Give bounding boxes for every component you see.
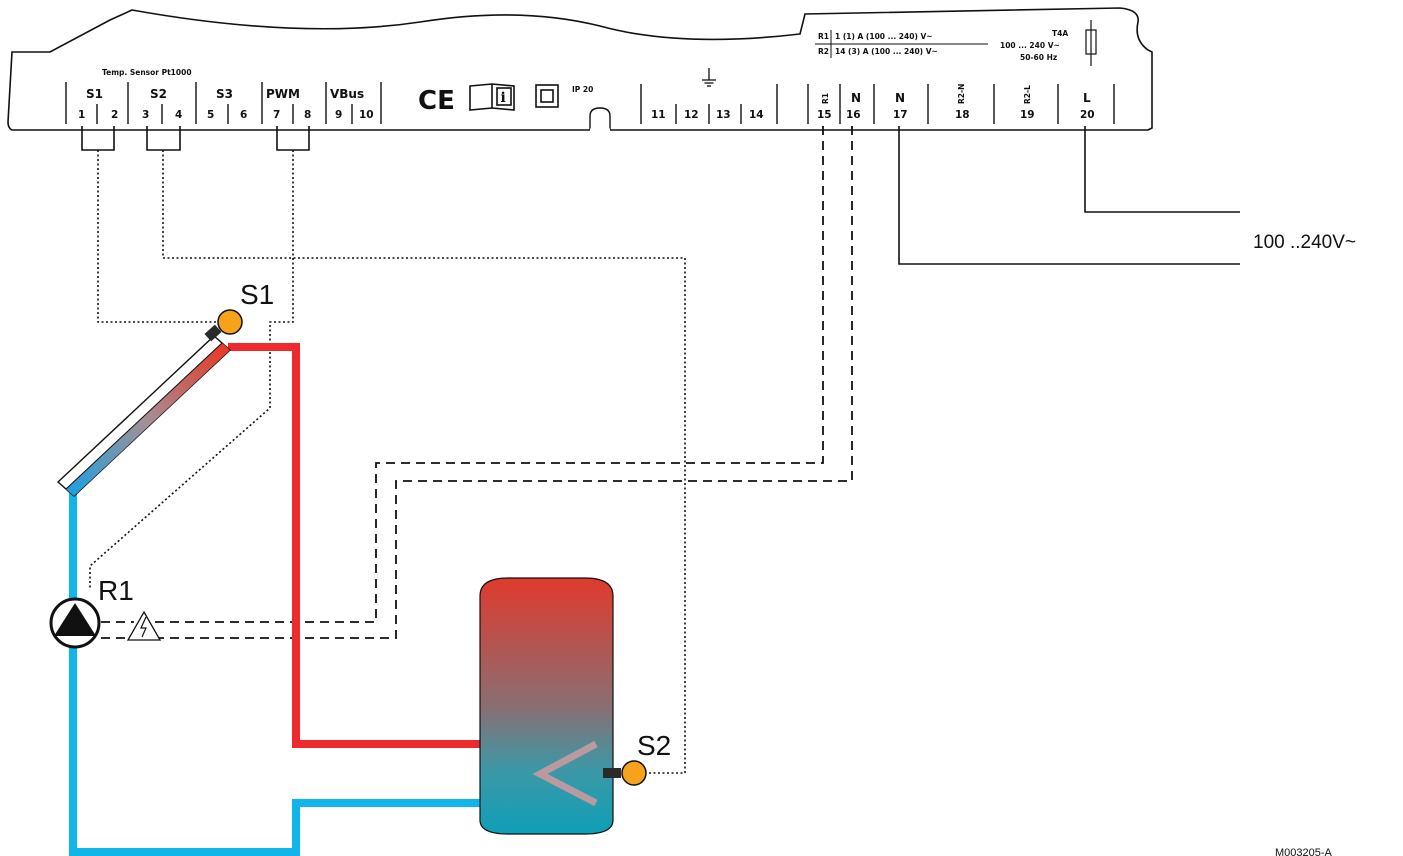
wire-mains-l [1084, 126, 1240, 213]
terminal-12: 12 [684, 109, 699, 121]
wire-s2-sensor [162, 150, 686, 774]
terminal-19: 19 [1020, 109, 1035, 121]
pipe-flow-hot [228, 343, 596, 748]
terminal-6: 6 [240, 109, 247, 121]
sensor-s1-probe [204, 324, 222, 342]
relay-label-n-17: N [895, 91, 905, 105]
wire-n-pump [146, 126, 853, 639]
terminal-7: 7 [273, 109, 280, 121]
terminal-5: 5 [207, 109, 214, 121]
rating-r2-prefix: R2 [818, 47, 829, 56]
wire-mains-n [898, 126, 1240, 265]
terminal-separators-right [807, 84, 1115, 124]
ce-mark: CE [418, 86, 455, 116]
relay-label-l: L [1083, 91, 1091, 105]
sensor-s1-icon [217, 309, 243, 335]
terminal-10: 10 [359, 109, 374, 121]
rating-r1-prefix: R1 [818, 32, 829, 41]
manual-icon: i [469, 83, 515, 111]
terminal-2: 2 [111, 109, 118, 121]
sensor-wires [89, 150, 686, 774]
fuse-rating: T4A [1052, 29, 1068, 38]
terminal-15: 15 [817, 109, 832, 121]
rating-r1: 1 (1) A (100 ... 240) V~ [835, 32, 933, 41]
ip-rating: IP 20 [572, 85, 593, 94]
terminal-4: 4 [175, 109, 182, 121]
wire-s1-sensor [97, 150, 222, 323]
terminal-3: 3 [142, 109, 149, 121]
terminal-14: 14 [749, 109, 764, 121]
relay-label-n-16: N [851, 91, 861, 105]
supply-rating-voltage: 100 ... 240 V~ [1000, 41, 1060, 50]
terminal-13: 13 [716, 109, 731, 121]
document-reference: M003205-A [1275, 847, 1333, 856]
mains-voltage-label: 100 ..240V~ [1253, 232, 1356, 253]
supply-rating-frequency: 50-60 Hz [1020, 53, 1057, 62]
terminal-18: 18 [955, 109, 970, 121]
group-label-s1: S1 [86, 87, 103, 101]
fuse-icon [1085, 20, 1097, 66]
controller-housing [7, 7, 1153, 132]
group-label-pwm: PWM [266, 87, 300, 101]
solar-collector [56, 309, 243, 497]
relay-label-r2n: R2-N [957, 84, 966, 104]
mains-wires [898, 126, 1240, 265]
sensor-s2-probe [603, 768, 621, 778]
terminal-9: 9 [335, 109, 342, 121]
sensor-s2-label: S2 [637, 730, 671, 761]
terminal-separators-mid [640, 84, 778, 124]
pump-icon [49, 597, 101, 649]
storage-tank [479, 577, 647, 835]
pump-label-r1: R1 [98, 575, 134, 606]
class-ii-icon [535, 84, 559, 108]
terminal-17: 17 [893, 109, 908, 121]
sensor-s2-icon [621, 760, 647, 786]
svg-text:i: i [501, 90, 506, 106]
sensor-s1-label: S1 [240, 279, 274, 310]
wire-r1-pump [134, 126, 824, 623]
rating-r2: 14 (3) A (100 ... 240) V~ [835, 47, 938, 56]
relay-ratings: R1 1 (1) A (100 ... 240) V~ R2 14 (3) A … [815, 20, 1097, 66]
voltage-warning-icon [126, 610, 162, 641]
sensor-type-title: Temp. Sensor Pt1000 [102, 68, 192, 77]
terminal-16: 16 [846, 109, 861, 121]
heat-exchanger-coil [532, 740, 598, 807]
terminal-20: 20 [1080, 109, 1095, 121]
relay-label-r1: R1 [821, 93, 830, 104]
ground-icon [702, 68, 716, 87]
pipes [69, 343, 596, 856]
terminal-1: 1 [78, 109, 85, 121]
terminal-11: 11 [651, 109, 666, 121]
terminal-8: 8 [304, 109, 311, 121]
group-label-s3: S3 [216, 87, 233, 101]
terminal-numbers-left: 1 2 3 4 5 6 7 8 9 10 [78, 109, 374, 121]
group-label-s2: S2 [150, 87, 167, 101]
pipe-return-cold [69, 485, 596, 856]
terminal-separators-left [65, 82, 382, 124]
group-label-vbus: VBus [330, 87, 364, 101]
relay-label-r2l: R2-L [1023, 85, 1032, 104]
relay-wires [101, 126, 853, 639]
